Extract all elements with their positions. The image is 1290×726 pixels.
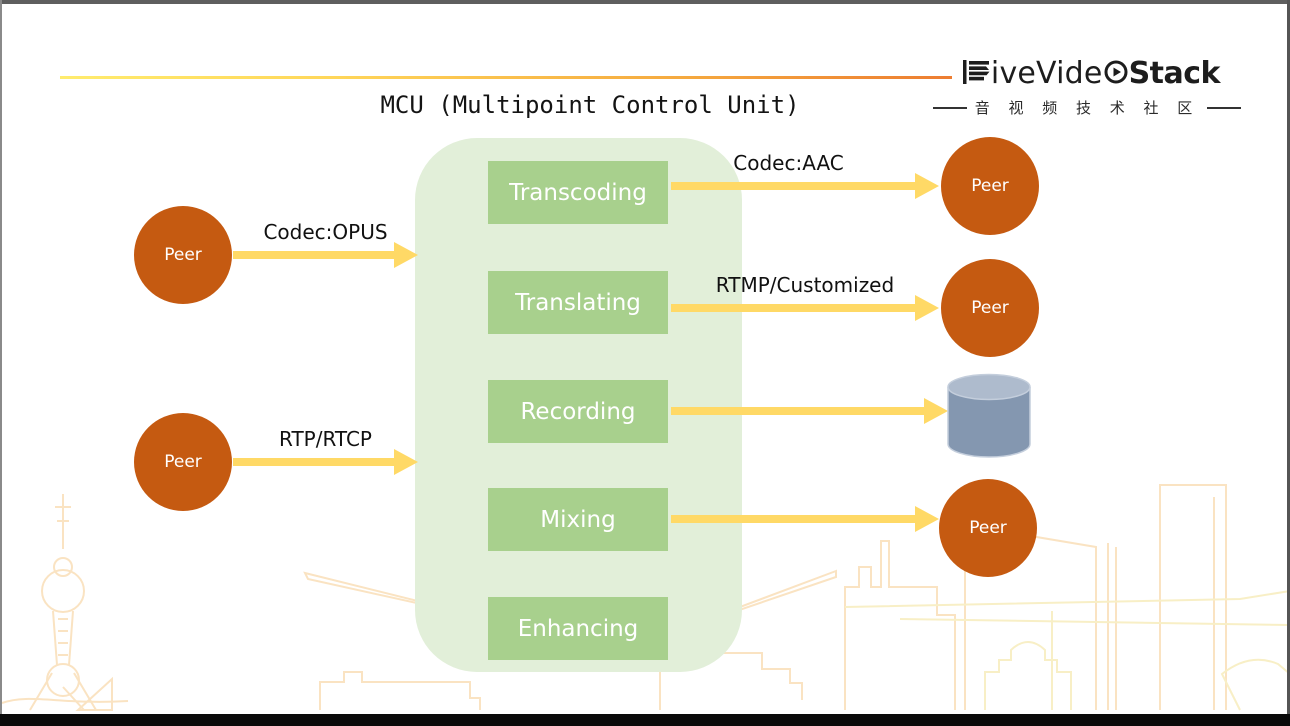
arrow-shaft: [671, 304, 915, 312]
tagline-text: 音 视 频 技 术 社 区: [974, 99, 1200, 117]
peer-label: Peer: [971, 298, 1009, 318]
function-box-recording: Recording: [488, 380, 668, 443]
arrow-head: [394, 242, 418, 268]
arrow-shaft: [233, 251, 394, 259]
title-underline-rule: [60, 76, 952, 79]
peer-circle-left-2: Peer: [134, 413, 232, 511]
flow-label-rtmp-customized: RTMP/Customized: [715, 273, 895, 297]
logo-text-suffix: Stack: [1128, 56, 1221, 91]
flow-label-rtp-rtcp: RTP/RTCP: [279, 427, 372, 451]
function-box-enhancing: Enhancing: [488, 597, 668, 660]
arrow-head: [915, 173, 939, 199]
arrow-head: [915, 295, 939, 321]
peer-label: Peer: [164, 245, 202, 265]
tagline-left-dash: [932, 106, 967, 109]
peer-circle-right-2: Peer: [941, 259, 1039, 357]
arrow-outbound-transcoding: [671, 173, 939, 199]
logo-text-prefix: iveVide: [990, 56, 1103, 91]
arrow-outbound-mixing: [671, 506, 939, 532]
arrow-shaft: [671, 182, 915, 190]
striped-play-triangle-icon: [962, 57, 990, 91]
arrow-outbound-recording: [671, 398, 948, 424]
peer-circle-right-3: Peer: [939, 479, 1037, 577]
arrow-head: [915, 506, 939, 532]
slide-left-border: [0, 0, 2, 726]
slide-bottom-bar: [0, 714, 1290, 726]
arrow-head: [394, 449, 418, 475]
page-title: MCU (Multipoint Control Unit): [380, 91, 800, 119]
circled-play-icon: [1104, 60, 1128, 88]
arrow-shaft: [233, 458, 394, 466]
database-cylinder-icon: [946, 373, 1032, 463]
tagline-right-dash: [1207, 106, 1242, 109]
skyline-background: [1, 484, 1290, 711]
function-box-transcoding: Transcoding: [488, 161, 668, 224]
arrow-head: [924, 398, 948, 424]
flow-label-codec-aac: Codec:AAC: [733, 151, 844, 175]
logo-tagline: 音 视 频 技 术 社 区: [932, 97, 1242, 118]
peer-label: Peer: [969, 518, 1007, 538]
slide-right-border: [1287, 0, 1290, 726]
flow-label-codec-opus: Codec:OPUS: [263, 220, 388, 244]
arrow-outbound-translating: [671, 295, 939, 321]
slide-top-border: [0, 0, 1290, 4]
peer-circle-right-1: Peer: [941, 137, 1039, 235]
logo-brand-line: iveVide Stack: [954, 56, 1221, 91]
function-box-translating: Translating: [488, 271, 668, 334]
peer-label: Peer: [971, 176, 1009, 196]
arrow-inbound-1: [233, 242, 418, 268]
function-box-mixing: Mixing: [488, 488, 668, 551]
arrow-shaft: [671, 515, 915, 523]
arrow-inbound-2: [233, 449, 418, 475]
peer-label: Peer: [164, 452, 202, 472]
peer-circle-left-1: Peer: [134, 206, 232, 304]
livevideostack-logo: iveVide Stack 音 视 频 技 术 社 区: [932, 56, 1242, 118]
arrow-shaft: [671, 407, 924, 415]
